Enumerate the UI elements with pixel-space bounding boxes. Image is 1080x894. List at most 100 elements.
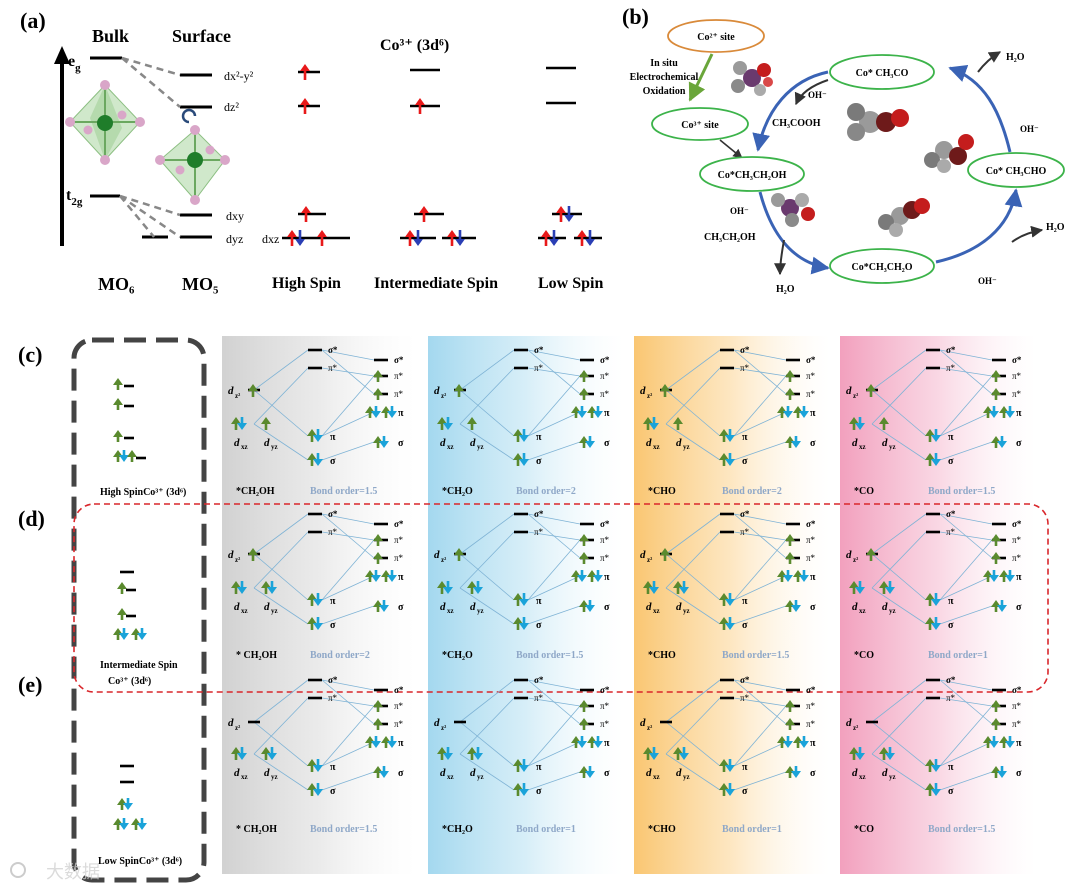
- arrow-head: [783, 411, 793, 418]
- arrow-head: [719, 593, 729, 600]
- pi-label: π: [742, 432, 748, 443]
- dxz-label: d: [852, 437, 858, 449]
- adsorbate-label: *CO: [854, 824, 874, 835]
- arrow-head: [307, 453, 317, 460]
- arrow-head: [849, 417, 859, 424]
- adsorbate-label: *CO: [854, 650, 874, 661]
- spin-down-arrow: [725, 617, 735, 630]
- correlation-line: [733, 441, 787, 461]
- correlation-line: [733, 539, 787, 601]
- spin-down-arrow: [725, 783, 735, 796]
- arrow-head: [579, 370, 589, 377]
- dyz-label: d: [264, 767, 270, 779]
- sigma-star-label: σ*: [946, 345, 956, 355]
- spin-up-arrow: [437, 581, 447, 594]
- spin-up-arrow: [127, 450, 137, 462]
- correlation-line: [527, 349, 581, 361]
- dxz-subscript: xz: [653, 773, 660, 781]
- correlation-line: [321, 441, 375, 461]
- sigma-star-label: σ*: [328, 509, 338, 519]
- sigma-star-label: σ*: [328, 345, 338, 355]
- spin-up-arrow: [117, 608, 127, 620]
- arrow-head: [925, 593, 935, 600]
- correlation-lines: [459, 513, 581, 625]
- spin-up-arrow: [991, 388, 1001, 400]
- ads-pi-star-2-label: π*: [394, 389, 404, 399]
- correlation-line: [459, 367, 515, 425]
- arrow-head: [931, 765, 941, 772]
- ads-pi-star-2-label: π*: [1012, 553, 1022, 563]
- dz2-subscript: z²: [441, 556, 446, 564]
- correlation-line: [733, 375, 787, 437]
- arrow-head: [719, 429, 729, 436]
- spin-up-arrow: [307, 617, 317, 630]
- arrow-head: [437, 417, 447, 424]
- ads-sigma-star-label: σ*: [806, 355, 816, 365]
- spin-down-arrow: [313, 783, 323, 796]
- co3-heading: Co³⁺ (3d⁶): [380, 37, 449, 54]
- correlation-line: [253, 721, 309, 767]
- spin-down-arrow: [997, 766, 1007, 778]
- correlation-line: [733, 349, 787, 395]
- mo6-label: MO₆: [98, 274, 135, 294]
- spin-up-arrow: [925, 593, 935, 606]
- ads-pi-label: π: [398, 738, 404, 749]
- spin-down-arrow: [799, 406, 809, 418]
- correlation-line: [939, 575, 993, 601]
- arrow-head: [649, 753, 659, 760]
- ads-pi-star-2-label: π*: [806, 389, 816, 399]
- spin-up-arrow: [307, 429, 317, 442]
- ads-pi-label: π: [604, 572, 610, 583]
- arrow-head: [649, 423, 659, 430]
- arrow-head: [467, 747, 477, 754]
- correlation-line: [665, 349, 721, 391]
- arrow-head: [879, 581, 889, 588]
- correlation-line: [321, 575, 375, 601]
- arrow-head: [791, 771, 801, 778]
- ads-pi-star-label: π*: [806, 535, 816, 545]
- arrow-head: [885, 587, 895, 594]
- arrow-head: [783, 575, 793, 582]
- spin-state-label: Low SpinCo³⁺ (3d⁶): [98, 856, 182, 867]
- arrow-head: [866, 384, 876, 391]
- ads-pi-star-label: π*: [394, 535, 404, 545]
- ads-pi-star-2-label: π*: [806, 719, 816, 729]
- ads-sigma-label: σ: [398, 602, 404, 613]
- ads-sigma-label: σ: [604, 602, 610, 613]
- spin-down-arrow: [443, 581, 453, 594]
- spin-up-arrow: [925, 617, 935, 630]
- correlation-line: [871, 721, 927, 767]
- spin-down-arrow: [371, 736, 381, 748]
- arrow-head: [579, 552, 589, 559]
- dz2-label: d: [434, 717, 440, 729]
- h2o-label-left: H₂O: [776, 284, 795, 295]
- correlation-line: [733, 349, 787, 361]
- spin-up-arrow: [307, 453, 317, 466]
- correlation-line: [733, 411, 787, 437]
- dxz-subscript: xz: [447, 773, 454, 781]
- correlation-line: [939, 411, 993, 437]
- correlation-line: [733, 513, 787, 525]
- oh-label-3: OH⁻: [730, 206, 749, 216]
- spin-down-arrow: [649, 747, 659, 760]
- arrow-head: [307, 783, 317, 790]
- correlation-line: [459, 513, 515, 555]
- spin-down-arrow: [237, 747, 247, 760]
- arrow-head: [443, 423, 453, 430]
- dyz-subscript: yz: [271, 443, 278, 451]
- arrow-head: [925, 429, 935, 436]
- ads-sigma-star-label: σ*: [394, 685, 404, 695]
- dxz-subscript: xz: [241, 443, 248, 451]
- dxz-label: d: [440, 767, 446, 779]
- ads-pi-star-label: π*: [600, 535, 610, 545]
- spin-down-arrow: [313, 453, 323, 466]
- arrow-head: [437, 747, 447, 754]
- pi-label: π: [330, 596, 336, 607]
- correlation-lines: [665, 513, 787, 625]
- arrow-head: [287, 230, 297, 237]
- spin-up-arrow: [415, 98, 425, 114]
- arrow-head: [373, 718, 383, 725]
- spin-down-arrow: [885, 581, 895, 594]
